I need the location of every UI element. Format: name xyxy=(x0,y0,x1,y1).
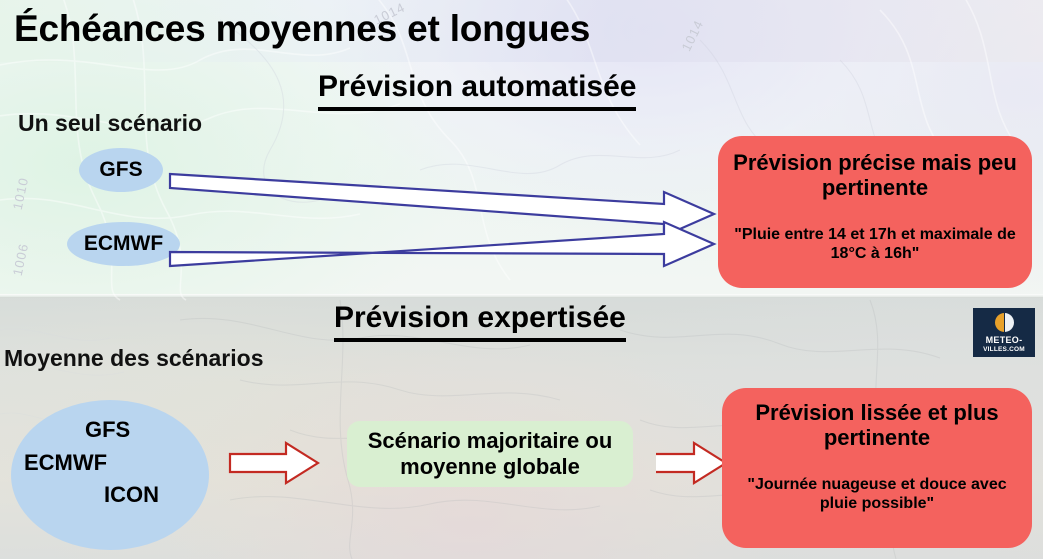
result-title-expert: Prévision lissée et plus pertinente xyxy=(755,400,999,451)
top-side-label: Un seul scénario xyxy=(18,110,203,136)
background-title-band xyxy=(0,0,1043,62)
model-ellipse-ecmwf: ECMWF xyxy=(67,222,180,266)
logo-circle-icon xyxy=(994,313,1014,332)
section-divider xyxy=(0,294,1043,298)
process-box-majority-scenario: Scénario majoritaire ou moyenne globale xyxy=(347,421,633,487)
result-quote-expert: "Journée nuageuse et douce avec pluie po… xyxy=(747,476,1007,513)
model-ensemble-ellipse: GFS ECMWF ICON xyxy=(11,400,209,550)
result-title-automated: Prévision précise mais peu pertinente xyxy=(733,150,1017,201)
result-box-expert: Prévision lissée et plus pertinente "Jou… xyxy=(722,388,1032,548)
result-box-automated: Prévision précise mais peu pertinente "P… xyxy=(718,136,1032,288)
model-ellipse-gfs: GFS xyxy=(79,148,163,192)
section-heading-expert: Prévision expertisée xyxy=(334,301,626,342)
result-quote-automated: "Pluie entre 14 et 17h et maximale de 18… xyxy=(734,226,1016,263)
ensemble-model-gfs: GFS xyxy=(85,417,131,442)
logo-text-line2: VILLES.COM xyxy=(983,346,1025,353)
bottom-side-label: Moyenne des scénarios xyxy=(4,345,264,371)
ensemble-model-ecmwf: ECMWF xyxy=(24,450,108,475)
section-heading-automated: Prévision automatisée xyxy=(318,70,637,111)
page-title: Échéances moyennes et longues xyxy=(14,8,591,49)
ensemble-model-icon: ICON xyxy=(104,482,159,507)
meteo-villes-logo: METEO- VILLES.COM xyxy=(973,308,1035,357)
logo-text-line1: METEO- xyxy=(985,335,1023,345)
